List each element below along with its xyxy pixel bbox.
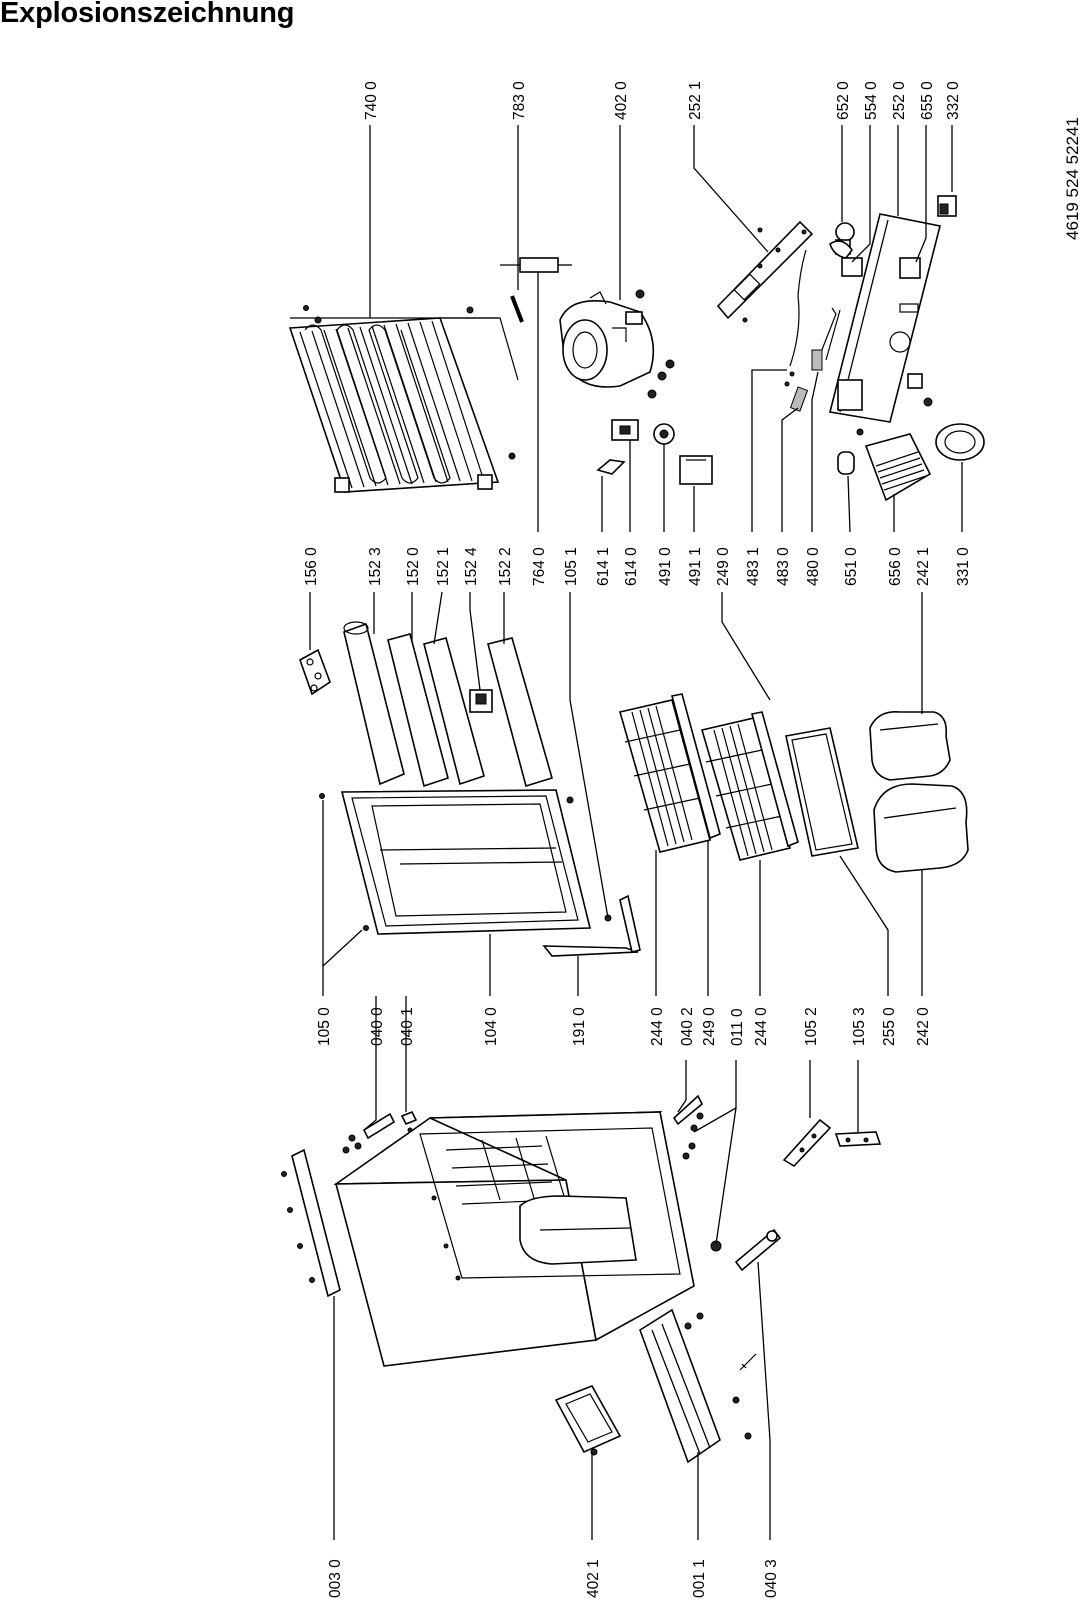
part-label-740-0: 740 0: [363, 81, 380, 120]
page-title: Explosionszeichnung: [0, 0, 295, 29]
part-label-152-2: 152 2: [497, 547, 514, 586]
part-label-242-1: 242 1: [915, 547, 932, 586]
part-label-764-0: 764 0: [531, 547, 548, 586]
part-label-105-3: 105 3: [851, 1007, 868, 1046]
part-label-152-0: 152 0: [405, 547, 422, 586]
relay-parts-drawing: [596, 419, 713, 485]
part-label-040-1: 040 1: [399, 1007, 416, 1046]
part-label-244-0: 244 0: [753, 1007, 770, 1046]
part-label-011-0: 011 0: [729, 1008, 746, 1046]
cabinet-drawing: [333, 1111, 695, 1367]
part-labels: 740 0 783 0 402 0 252 1 652 0 554 0 252 …: [303, 81, 972, 1598]
dryer-drawing: [500, 257, 572, 273]
part-label-152-3: 152 3: [367, 547, 384, 586]
part-label-402-0: 402 0: [613, 81, 630, 120]
wiring-drawing: [784, 249, 841, 412]
lamp-housing-drawing: [829, 195, 957, 423]
lamp-cover-drawing: [837, 423, 985, 502]
part-label-252-1: 252 1: [687, 81, 704, 120]
part-label-614-0: 614 0: [623, 547, 640, 586]
leader-lines: [309, 125, 963, 1540]
part-label-402-1: 402 1: [585, 1559, 602, 1598]
door-shelves-drawing: [299, 621, 553, 788]
part-label-655-0: 655 0: [919, 81, 936, 120]
part-label-249-0: 249 0: [715, 547, 732, 586]
part-label-651-0: 651 0: [843, 547, 860, 586]
part-label-105-1: 105 1: [563, 547, 580, 586]
control-panel-drawing: [716, 220, 814, 323]
part-label-152-4: 152 4: [463, 547, 480, 586]
crisper-cover-drawing: [785, 727, 859, 857]
part-label-483-0: 483 0: [775, 547, 792, 586]
part-label-003-0: 003 0: [327, 1559, 344, 1598]
pipe-drawing: [510, 295, 524, 323]
part-label-244-0: 244 0: [649, 1007, 666, 1046]
top-trim-drawing: [281, 1148, 341, 1298]
part-label-331-0: 331 0: [955, 547, 972, 586]
crisper-bins-drawing: [869, 711, 969, 873]
part-label-191-0: 191 0: [571, 1007, 588, 1046]
part-label-656-0: 656 0: [887, 547, 904, 586]
part-label-480-0: 480 0: [805, 547, 822, 586]
part-label-105-0: 105 0: [316, 1007, 333, 1046]
door-drawing: [319, 789, 612, 935]
compressor-drawing: [559, 289, 675, 399]
shelves-drawing: [618, 693, 799, 861]
gasket-strip-drawing: [542, 894, 641, 957]
part-label-491-1: 491 1: [687, 547, 704, 586]
part-label-554-0: 554 0: [863, 81, 880, 120]
condenser-drawing: [288, 305, 519, 493]
part-label-040-3: 040 3: [763, 1559, 780, 1598]
part-label-152-1: 152 1: [435, 547, 452, 586]
part-label-040-2: 040 2: [679, 1007, 696, 1046]
part-label-249-0: 249 0: [701, 1007, 718, 1046]
part-label-105-2: 105 2: [803, 1007, 820, 1046]
part-label-483-1: 483 1: [745, 547, 762, 586]
part-label-652-0: 652 0: [835, 81, 852, 120]
part-label-783-0: 783 0: [511, 81, 528, 120]
part-label-001-1: 001 1: [691, 1559, 708, 1598]
drip-tray-drawing: [554, 1385, 622, 1456]
part-label-255-0: 255 0: [881, 1007, 898, 1046]
part-label-242-0: 242 0: [915, 1007, 932, 1046]
base-rail-drawing: [639, 1308, 752, 1464]
part-label-614-1: 614 1: [595, 547, 612, 586]
part-label-332-0: 332 0: [945, 81, 962, 120]
part-label-156-0: 156 0: [303, 547, 320, 586]
part-label-252-0: 252 0: [891, 81, 908, 120]
part-label-491-0: 491 0: [657, 547, 674, 586]
part-label-104-0: 104 0: [483, 1007, 500, 1046]
hinges-drawing: [342, 1094, 882, 1371]
document-number: 4619 524 52241: [1063, 117, 1082, 240]
part-label-040-0: 040 0: [369, 1007, 386, 1046]
